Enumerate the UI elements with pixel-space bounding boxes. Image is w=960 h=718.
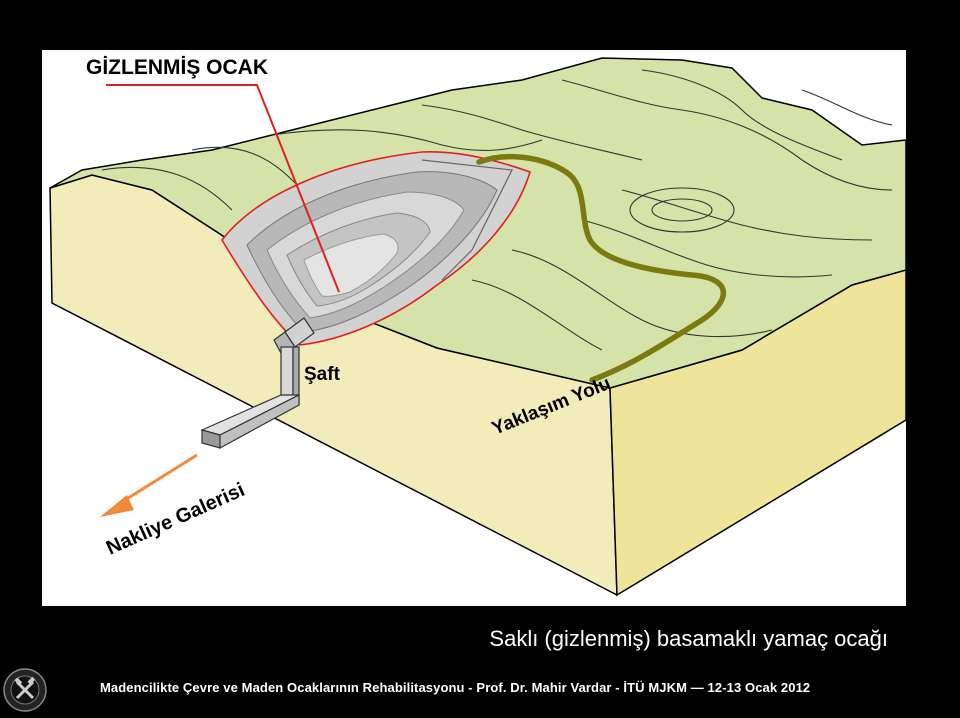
shaft: [200, 317, 315, 450]
slide-caption: Saklı (gizlenmiş) basamaklı yamaç ocağı: [489, 626, 888, 651]
contour-lines: [101, 69, 893, 351]
haulage-arrow-icon: [100, 453, 198, 517]
hidden-open-pit: [221, 150, 531, 346]
label-shaft: Şaft: [304, 364, 341, 385]
slide-footer: Madencilikte Çevre ve Maden Ocaklarının …: [100, 680, 811, 695]
university-seal-icon: [3, 668, 47, 712]
footer-bar: [0, 668, 960, 710]
block-diagram: GİZLENMİŞ OCAK Şaft Yaklaşım Yolu Nakliy…: [42, 50, 906, 606]
label-haulage-gallery: Nakliye Galerisi: [103, 479, 248, 560]
pit-leader-line: [106, 84, 340, 293]
label-hidden-pit: GİZLENMİŞ OCAK: [86, 56, 268, 79]
access-road: [476, 153, 726, 383]
